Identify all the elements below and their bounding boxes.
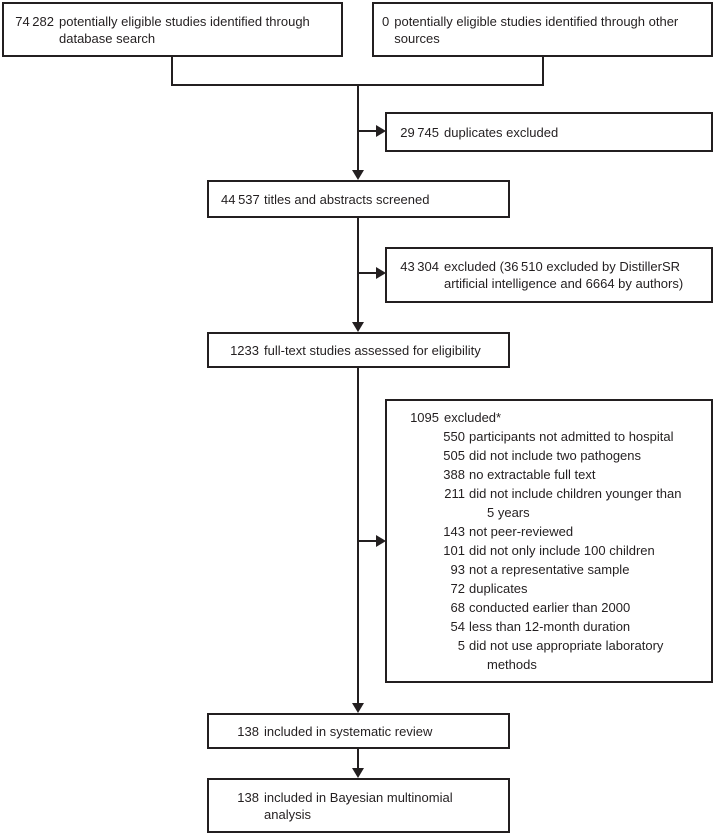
exclusion-reason: 72 duplicates <box>417 579 703 598</box>
reason-label: did not include children younger than 5 … <box>469 486 682 520</box>
study-count: 74 282 <box>15 13 54 29</box>
study-count: 138 <box>237 789 259 805</box>
reason-label: participants not admitted to hospital <box>469 429 674 444</box>
study-count: 43 304 <box>400 259 439 274</box>
box-abstracts-excluded: 43 304 excluded (36 510 excluded by Dist… <box>385 247 713 303</box>
reason-count: 101 <box>443 543 465 558</box>
box-label: potentially eligible studies identified … <box>59 13 310 46</box>
exclusion-reason: 5 did not use appropriate laboratory met… <box>417 636 703 674</box>
connector-from-other-sources-box <box>542 57 544 86</box>
reason-label: duplicates <box>469 581 528 596</box>
connector-to-fulltext-assessed <box>357 218 359 323</box>
box-included-bayesian-analysis: 138 included in Bayesian multinomial ana… <box>207 778 510 833</box>
arrowhead-right-icon <box>376 124 386 137</box>
reason-count: 388 <box>443 467 465 482</box>
arrowhead-down-icon <box>351 322 364 332</box>
connector-from-database-box <box>171 57 173 86</box>
box-label: excluded (36 510 excluded by DistillerSR… <box>444 259 684 291</box>
exclusion-reason: 93 not a representative sample <box>417 560 703 579</box>
box-label: duplicates excluded <box>444 124 559 140</box>
connector-to-fulltext-exclusions <box>357 540 378 542</box>
reason-label: conducted earlier than 2000 <box>469 600 631 615</box>
box-label: full-text studies assessed for eligibili… <box>264 342 481 358</box>
reason-count: 93 <box>450 562 465 577</box>
box-label: excluded* <box>444 410 502 425</box>
connector-to-bayesian-analysis <box>357 749 359 769</box>
study-count: 1233 <box>230 342 259 358</box>
connector-to-systematic-review <box>357 368 359 704</box>
box-identified-database: 74 282 potentially eligible studies iden… <box>2 2 343 57</box>
box-label: potentially eligible studies identified … <box>394 13 679 46</box>
study-count: 0 <box>382 13 390 29</box>
box-fulltext-excluded: 1095 excluded* 550 participants not admi… <box>385 399 713 683</box>
reason-count: 5 <box>457 638 465 653</box>
study-count: 1095 <box>410 410 439 425</box>
reason-count: 550 <box>443 429 465 444</box>
arrowhead-right-icon <box>376 266 386 279</box>
box-label: titles and abstracts screened <box>264 191 430 207</box>
reason-count: 72 <box>450 581 465 596</box>
exclusion-reason: 68 conducted earlier than 2000 <box>417 598 703 617</box>
box-titles-abstracts-screened: 44 537 titles and abstracts screened <box>207 180 510 218</box>
box-identified-other-sources: 0 potentially eligible studies identifie… <box>372 2 713 57</box>
study-count: 29 745 <box>400 124 439 140</box>
arrowhead-down-icon <box>351 703 364 713</box>
exclusion-reason: 143 not peer-reviewed <box>417 522 703 541</box>
arrowhead-right-icon <box>376 534 386 547</box>
reason-count: 211 <box>444 486 465 501</box>
arrowhead-down-icon <box>351 170 364 180</box>
connector-to-titles-screened <box>357 84 359 171</box>
reason-label: less than 12-month duration <box>469 619 631 634</box>
reason-count: 505 <box>443 448 465 463</box>
reason-label: did not use appropriate laboratory metho… <box>469 638 664 672</box>
reason-label: not peer-reviewed <box>469 524 574 539</box>
exclusion-heading: 1095 excluded* <box>397 408 703 427</box>
connector-to-abstract-exclusions <box>357 272 378 274</box>
arrowhead-down-icon <box>351 768 364 778</box>
reason-count: 68 <box>450 600 465 615</box>
reason-label: no extractable full text <box>469 467 596 482</box>
exclusion-reason: 388 no extractable full text <box>417 465 703 484</box>
study-count: 138 <box>237 723 259 739</box>
exclusion-reason: 505 did not include two pathogens <box>417 446 703 465</box>
reason-label: did not include two pathogens <box>469 448 642 463</box>
reason-count: 54 <box>450 619 465 634</box>
connector-to-duplicates <box>357 130 378 132</box>
exclusion-reason: 550 participants not admitted to hospita… <box>417 427 703 446</box>
box-included-systematic-review: 138 included in systematic review <box>207 713 510 749</box>
exclusion-reason: 101 did not only include 100 children <box>417 541 703 560</box>
exclusion-reason: 211 did not include children younger tha… <box>417 484 703 522</box>
box-fulltext-assessed: 1233 full-text studies assessed for elig… <box>207 332 510 368</box>
reason-label: not a representative sample <box>469 562 630 577</box>
study-count: 44 537 <box>221 191 260 207</box>
exclusion-reason: 54 less than 12-month duration <box>417 617 703 636</box>
reason-label: did not only include 100 children <box>469 543 655 558</box>
box-label: included in Bayesian multinomial analysi… <box>264 789 453 822</box>
reason-count: 143 <box>443 524 465 539</box>
box-label: included in systematic review <box>264 723 433 739</box>
box-duplicates-excluded: 29 745 duplicates excluded <box>385 112 713 152</box>
